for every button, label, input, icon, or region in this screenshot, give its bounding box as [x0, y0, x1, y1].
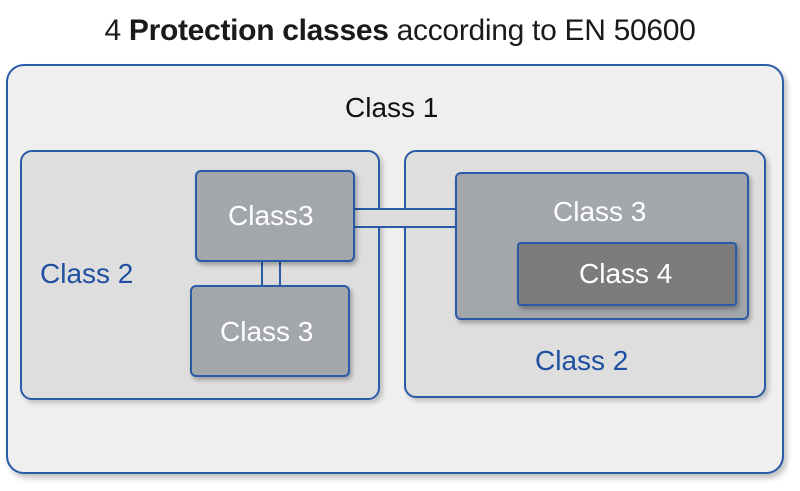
horizontal-connector — [349, 208, 469, 228]
class3-right-label: Class 3 — [553, 196, 647, 227]
title-bold: Protection classes — [128, 14, 389, 47]
class1-label: Class 1 — [345, 92, 439, 123]
class4-zone — [517, 242, 737, 306]
class4-label: Class 4 — [579, 258, 673, 289]
title-prefix: 4 — [104, 14, 129, 47]
class3-zone-left-bottom — [190, 285, 350, 377]
vertical-connector — [261, 256, 281, 294]
class3-left-bottom-label: Class 3 — [220, 316, 314, 347]
class2-left-label: Class 2 — [40, 258, 134, 289]
class3-left-top-label: Class3 — [228, 200, 314, 231]
class2-right-label: Class 2 — [535, 345, 629, 376]
class3-zone-left-top — [195, 170, 355, 262]
diagram-title: 4 Protection classes according to EN 506… — [0, 14, 800, 48]
title-suffix: according to EN 50600 — [388, 14, 696, 47]
